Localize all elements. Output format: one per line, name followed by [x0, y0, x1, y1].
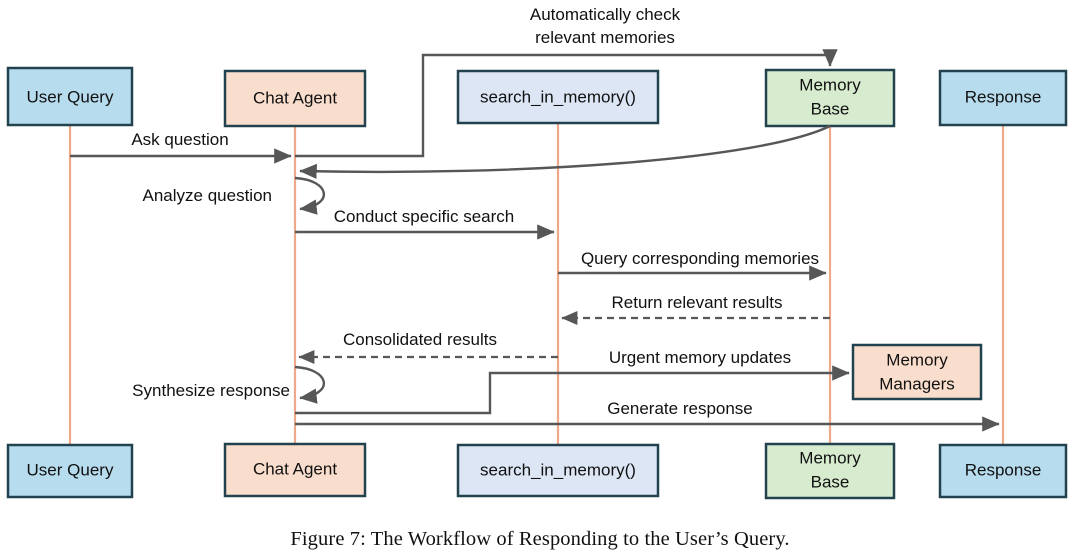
message-label-analyze-question: Analyze question: [143, 186, 272, 205]
participant-label-bottom-search-in-memory: search_in_memory(): [480, 460, 636, 479]
message-arrow-memory-base-reply[interactable]: [299, 124, 831, 180]
participants-bottom: User Query Chat Agent search_in_memory()…: [6, 442, 1068, 500]
participant-top-memory-base[interactable]: Memory Base: [764, 68, 896, 128]
participant-label-chat-agent: Chat Agent: [253, 88, 337, 107]
participant-label-memory-base-line1: Memory: [799, 75, 861, 94]
message-query-corresponding-memories[interactable]: Query corresponding memories: [558, 249, 827, 281]
message-ask-question[interactable]: Ask question: [70, 130, 292, 164]
participant-label-bottom-chat-agent: Chat Agent: [253, 459, 337, 478]
message-label-query-corresponding-memories: Query corresponding memories: [581, 249, 819, 268]
message-analyze-question[interactable]: Analyze question: [143, 176, 325, 215]
participant-label-memory-managers-line1: Memory: [886, 350, 948, 369]
message-arrow-analyze-question[interactable]: [294, 176, 325, 215]
message-generate-response[interactable]: Generate response: [295, 399, 1000, 432]
message-consolidated-results[interactable]: Consolidated results: [298, 330, 558, 365]
participant-box-memory-managers[interactable]: [851, 343, 983, 401]
participant-box-bottom-response[interactable]: [938, 443, 1068, 499]
message-label-return-relevant-results: Return relevant results: [611, 293, 782, 312]
participant-box-chat-agent[interactable]: [223, 69, 367, 128]
participant-box-response[interactable]: [938, 69, 1068, 127]
participant-top-response[interactable]: Response: [938, 69, 1068, 127]
participant-bottom-search-in-memory[interactable]: search_in_memory(): [456, 443, 660, 498]
participants-top: User Query Chat Agent search_in_memory()…: [6, 66, 1068, 128]
message-conduct-specific-search[interactable]: Conduct specific search: [295, 207, 555, 240]
message-label-conduct-specific-search: Conduct specific search: [334, 207, 514, 226]
participant-bottom-memory-base[interactable]: Memory Base: [764, 442, 896, 500]
participant-bottom-user-query[interactable]: User Query: [6, 443, 134, 499]
figure-caption: Figure 7: The Workflow of Responding to …: [290, 528, 790, 550]
participant-top-user-query[interactable]: User Query: [6, 66, 134, 127]
participant-top-chat-agent[interactable]: Chat Agent: [223, 69, 367, 128]
message-label-ask-question: Ask question: [131, 130, 228, 149]
message-arrow-urgent-memory-updates[interactable]: [295, 365, 850, 415]
message-label-urgent-memory-updates: Urgent memory updates: [609, 348, 791, 367]
participant-label-memory-base-line2: Base: [811, 99, 850, 118]
participant-bottom-response[interactable]: Response: [938, 443, 1068, 499]
participant-box-bottom-search-in-memory[interactable]: [456, 443, 660, 498]
message-label-generate-response: Generate response: [607, 399, 753, 418]
message-return-relevant-results[interactable]: Return relevant results: [561, 293, 830, 326]
participant-box-search-in-memory[interactable]: [456, 69, 660, 125]
participant-box-user-query[interactable]: [6, 66, 134, 127]
message-label-synthesize-response: Synthesize response: [132, 381, 290, 400]
participant-label-bottom-memory-base-line1: Memory: [799, 448, 861, 467]
message-arrow-synthesize-response[interactable]: [294, 365, 325, 404]
participant-top-search-in-memory[interactable]: search_in_memory(): [456, 69, 660, 125]
message-label-automatically-check-line2: relevant memories: [535, 28, 675, 47]
participant-label-user-query: User Query: [27, 87, 114, 106]
participant-label-response: Response: [965, 87, 1042, 106]
participant-label-bottom-memory-base-line2: Base: [811, 472, 850, 491]
participant-box-bottom-user-query[interactable]: [6, 443, 134, 499]
participant-label-bottom-response: Response: [965, 460, 1042, 479]
participant-box-bottom-memory-base[interactable]: [764, 442, 896, 500]
message-label-consolidated-results: Consolidated results: [343, 330, 497, 349]
participant-memory-managers[interactable]: Memory Managers: [851, 343, 983, 401]
participant-label-search-in-memory: search_in_memory(): [480, 87, 636, 106]
participant-box-bottom-chat-agent[interactable]: [223, 442, 367, 498]
participant-box-memory-base[interactable]: [764, 68, 896, 128]
message-synthesize-response[interactable]: Synthesize response: [132, 365, 325, 404]
message-memory-base-reply[interactable]: [299, 124, 831, 180]
participant-bottom-chat-agent[interactable]: Chat Agent: [223, 442, 367, 498]
message-arrow-automatically-check[interactable]: [295, 49, 838, 158]
message-automatically-check-relevant-memories[interactable]: Automatically check relevant memories: [295, 5, 838, 158]
participant-label-memory-managers-line2: Managers: [879, 374, 955, 393]
message-urgent-memory-updates[interactable]: Urgent memory updates: [295, 348, 850, 415]
lifelines-group: [68, 124, 1005, 446]
message-label-automatically-check-line1: Automatically check: [530, 5, 681, 24]
participant-label-bottom-user-query: User Query: [27, 460, 114, 479]
